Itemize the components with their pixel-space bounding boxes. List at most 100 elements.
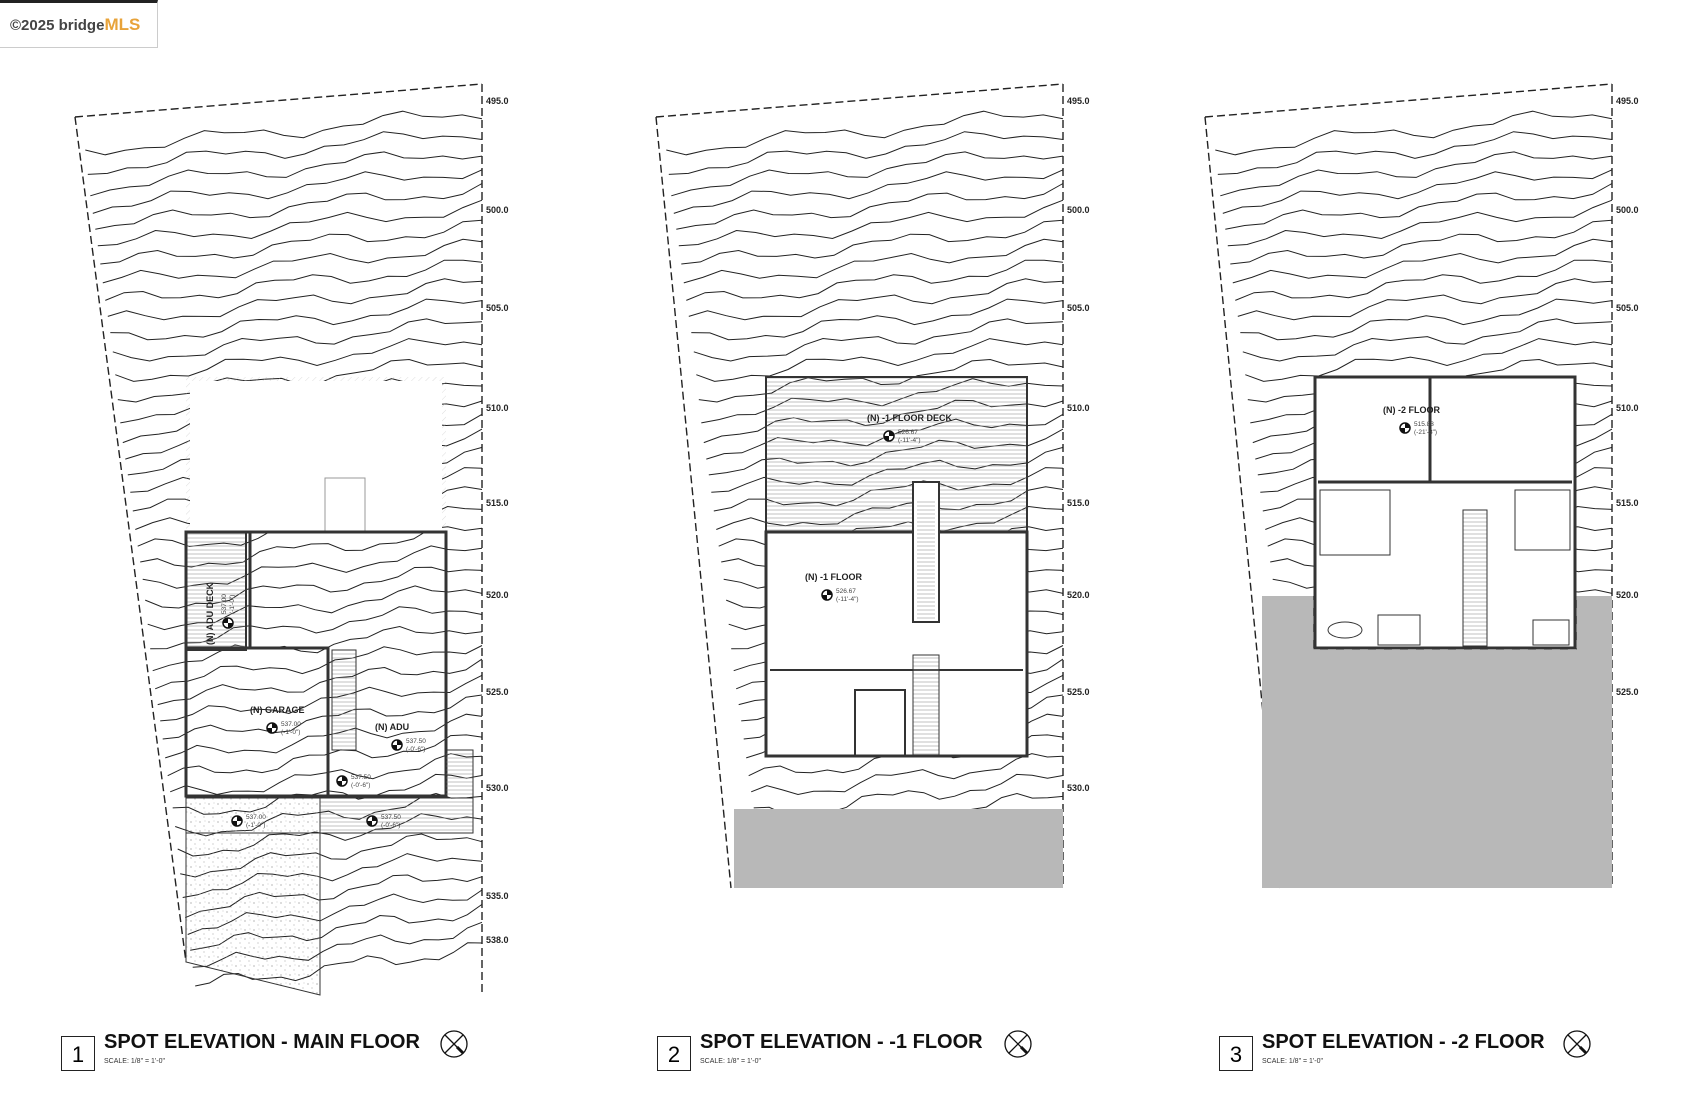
contour-label: 500.0	[1067, 205, 1090, 215]
drawing-scale: SCALE: 1/8" = 1'-0"	[700, 1058, 761, 1065]
spot-elevation-offset: (-1'-0")	[246, 822, 265, 829]
spot-elevation-value: 537.50	[351, 774, 371, 781]
spot-elevation-value: 537.00	[281, 721, 301, 728]
contour-line	[105, 259, 483, 301]
contour-line	[666, 110, 1064, 156]
room-label: (N) ADU	[375, 722, 409, 732]
contour-line	[673, 169, 1064, 214]
contour-line	[102, 238, 483, 284]
spot-elevation-icon	[266, 722, 278, 734]
contour-label: 515.0	[1067, 498, 1090, 508]
drawing-number: 1	[61, 1036, 95, 1071]
panel-1-plan	[184, 377, 474, 996]
spot-elevation-marker: 537.50(-0'-6")	[366, 814, 401, 829]
contour-label: 520.0	[1616, 590, 1639, 600]
spot-elevation-offset: (-11'-4")	[898, 437, 921, 444]
contour-label: 520.0	[1067, 590, 1090, 600]
contour-line	[1235, 259, 1613, 301]
spot-elevation-offset: (-0'-6")	[351, 782, 370, 789]
spot-elevation-value: 537.50	[406, 738, 426, 745]
contour-line	[95, 183, 483, 230]
contour-label: 510.0	[1067, 403, 1090, 413]
contour-line	[686, 259, 1064, 301]
contour-line	[115, 338, 483, 382]
spot-elevation-marker: 537.50(-0'-6")	[336, 774, 371, 789]
contour-line	[110, 298, 483, 341]
spot-elevation-value: 537.00	[246, 814, 266, 821]
contour-line	[1240, 298, 1613, 341]
contour-label: 530.0	[1067, 783, 1090, 793]
spot-elevation-value: 515.83	[1414, 421, 1434, 428]
contour-line	[683, 238, 1064, 284]
contour-label: 495.0	[486, 96, 509, 106]
room-label: (N) GARAGE	[250, 705, 305, 715]
contour-label: 505.0	[486, 303, 509, 313]
room-label: (N) -1 FLOOR	[805, 572, 862, 582]
contour-line	[157, 658, 483, 706]
contour-label: 500.0	[1616, 205, 1639, 215]
contour-line	[152, 625, 483, 672]
north-arrow-icon	[440, 1030, 468, 1058]
contour-label: 538.0	[486, 935, 509, 945]
contour-line	[170, 753, 483, 796]
contour-line	[1220, 151, 1613, 197]
contour-label: 515.0	[486, 498, 509, 508]
spot-elevation-offset: (-11'-4")	[836, 596, 859, 603]
contour-label: 520.0	[486, 590, 509, 600]
contour-label: 495.0	[1616, 96, 1639, 106]
contour-line	[112, 318, 483, 362]
room-label: (N) ADU DECK	[205, 582, 215, 645]
contour-line	[85, 110, 483, 156]
contour-label: 535.0	[486, 891, 509, 901]
contour-line	[1232, 238, 1613, 284]
contour-line	[1242, 318, 1613, 362]
spot-elevation-marker: (N) ADU 537.50(-0'-6")	[375, 722, 426, 753]
spot-elevation-offset: (-0'-6")	[381, 822, 400, 829]
drawing-scale: SCALE: 1/8" = 1'-0"	[104, 1058, 165, 1065]
contour-line	[1222, 169, 1613, 214]
contour-line	[100, 219, 483, 265]
contour-label: 515.0	[1616, 498, 1639, 508]
spot-elevation-icon	[336, 775, 348, 787]
spot-elevation-offset: (-0'-6")	[406, 746, 425, 753]
contour-line	[165, 713, 483, 759]
contour-line	[162, 694, 483, 740]
spot-elevation-offset: (-1'-0")	[281, 729, 300, 736]
panel-3-plan	[1262, 375, 1612, 888]
north-arrow-icon	[1004, 1030, 1032, 1058]
contour-line	[167, 734, 483, 777]
contour-line	[1245, 338, 1613, 382]
contour-line	[751, 753, 1064, 796]
contour-line	[678, 199, 1064, 247]
spot-elevation-icon	[222, 617, 234, 629]
logo-copyright: ©2025 bridge	[10, 16, 105, 34]
spot-elevation-icon	[391, 739, 403, 751]
contour-line	[160, 674, 483, 722]
contour-line	[90, 151, 483, 197]
spot-elevation-value: 526.67	[898, 429, 918, 436]
contour-label: 525.0	[1067, 687, 1090, 697]
drawing-title: SPOT ELEVATION - MAIN FLOOR	[104, 1031, 420, 1053]
drawing-scale: SCALE: 1/8" = 1'-0"	[1262, 1058, 1323, 1065]
contour-label: 495.0	[1067, 96, 1090, 106]
spot-elevation-marker: (N) GARAGE 537.00(-1'-0")	[250, 705, 305, 736]
contour-line	[1230, 219, 1613, 265]
spot-elevation-marker: 537.00(-1'-0")	[231, 814, 266, 829]
spot-elevation-icon	[366, 815, 378, 827]
contour-line	[676, 183, 1064, 230]
contour-label: 525.0	[486, 687, 509, 697]
contour-line	[681, 219, 1064, 265]
contour-line	[693, 318, 1064, 362]
contour-line	[1227, 199, 1613, 247]
room-label: (N) -2 FLOOR	[1383, 405, 1440, 415]
contour-line	[1237, 278, 1613, 321]
contour-line	[671, 151, 1064, 197]
contour-line	[691, 298, 1064, 341]
contour-line	[688, 278, 1064, 321]
